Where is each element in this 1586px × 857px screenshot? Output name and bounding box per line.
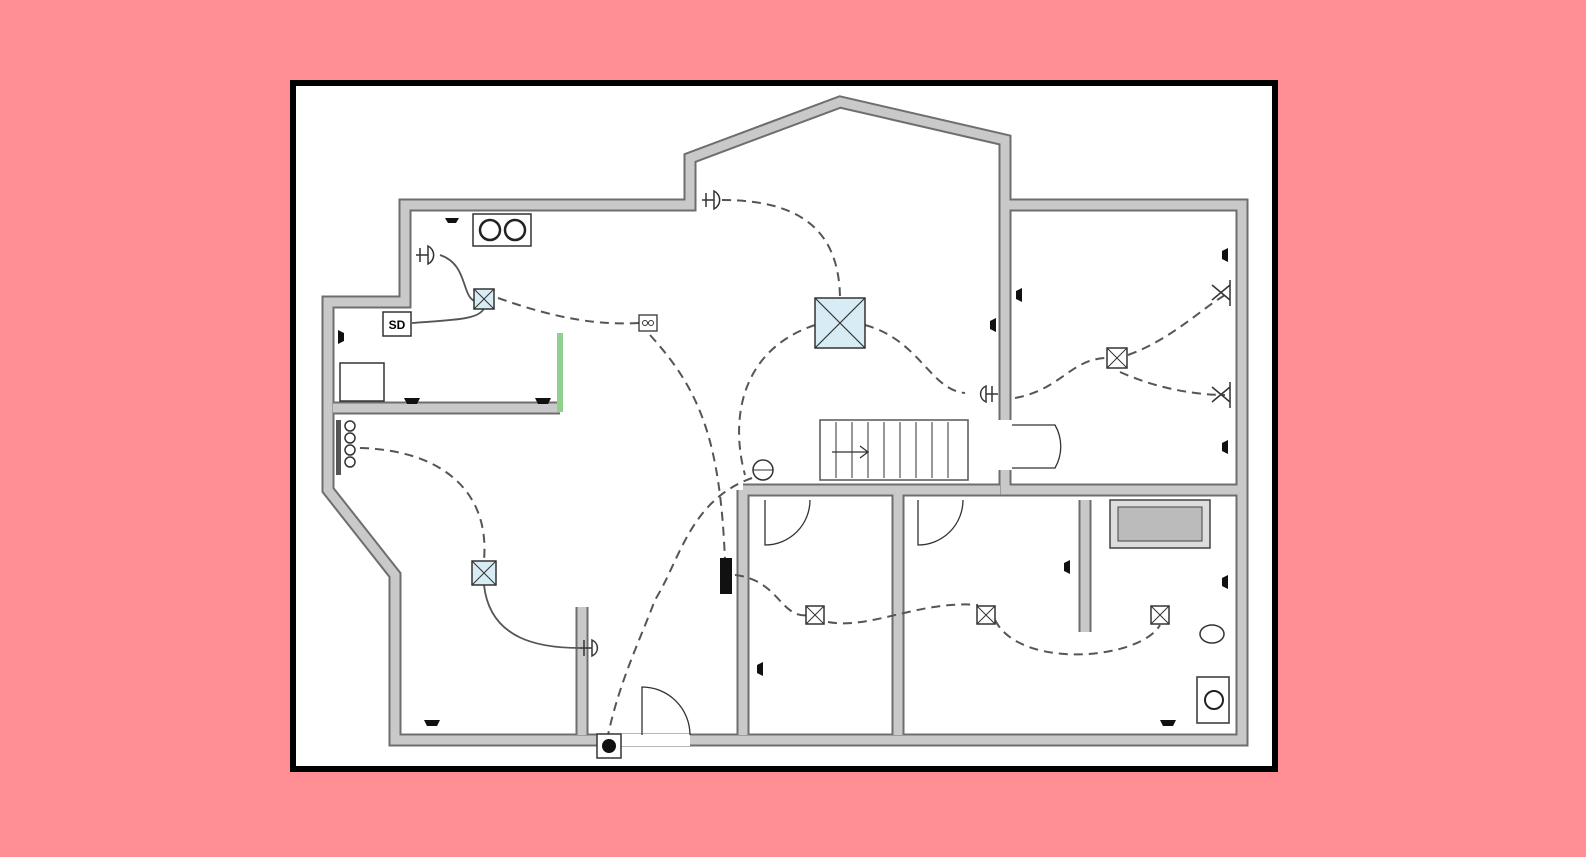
fixtures	[339, 213, 1230, 724]
smoke-detector-label: SD	[389, 318, 406, 332]
ceiling-light-kitchen	[473, 288, 495, 310]
ceiling-light-bedroom	[1106, 347, 1128, 369]
entry-door-gap	[600, 734, 690, 746]
electrical-panel	[720, 558, 732, 594]
floor-plan-frame	[290, 80, 1278, 772]
smoke-detector: SD	[382, 311, 412, 337]
outlet-icon	[1064, 560, 1070, 574]
bathroom-door	[917, 499, 964, 546]
junction-box	[638, 314, 658, 332]
outlet-icon	[535, 398, 551, 404]
wall-light-x-icon	[1211, 280, 1231, 306]
wall-light-icon	[416, 244, 435, 266]
sink	[1196, 676, 1230, 724]
ceiling-light-small-2	[976, 605, 996, 625]
outlet-icon	[1222, 248, 1228, 262]
appliance	[339, 362, 385, 402]
outlet-icon	[1160, 720, 1176, 726]
bedroom-door	[764, 499, 811, 546]
electrical-symbols: SD	[336, 189, 1231, 759]
outlet-icon	[338, 330, 344, 344]
outlet-icon	[404, 398, 420, 404]
ceiling-light-living	[471, 560, 497, 586]
outlet-icon	[445, 218, 459, 223]
outlet-icon	[1222, 440, 1228, 454]
burner-icon	[478, 218, 502, 242]
ceiling-light-small-3	[1150, 605, 1170, 625]
burner-icon	[503, 218, 527, 242]
outlet-icon	[424, 720, 440, 726]
entry-door	[641, 686, 691, 736]
wall-light-icon	[979, 384, 998, 404]
outlet-icon	[757, 662, 763, 676]
staircase	[819, 419, 969, 481]
room-door	[1012, 424, 1062, 469]
wall-lights-bank	[336, 420, 356, 475]
outlets	[338, 218, 1228, 726]
toilet	[1199, 624, 1225, 644]
wall-light-x-icon	[1211, 382, 1231, 408]
wall-light-icon	[580, 638, 599, 658]
ceiling-light-main	[814, 297, 866, 349]
outlet-icon	[990, 318, 996, 332]
outlet-icon	[1016, 288, 1022, 302]
ceiling-light-small-1	[805, 605, 825, 625]
stair-arrow-icon	[832, 445, 870, 459]
cooktop	[472, 213, 532, 247]
outlet-icon	[1222, 575, 1228, 589]
wall-light-icon	[702, 189, 721, 211]
doorbell	[596, 733, 622, 759]
wiring	[359, 199, 1226, 736]
walls	[321, 95, 1249, 747]
doors	[641, 424, 1062, 736]
ceiling-fan-icon	[752, 459, 774, 481]
